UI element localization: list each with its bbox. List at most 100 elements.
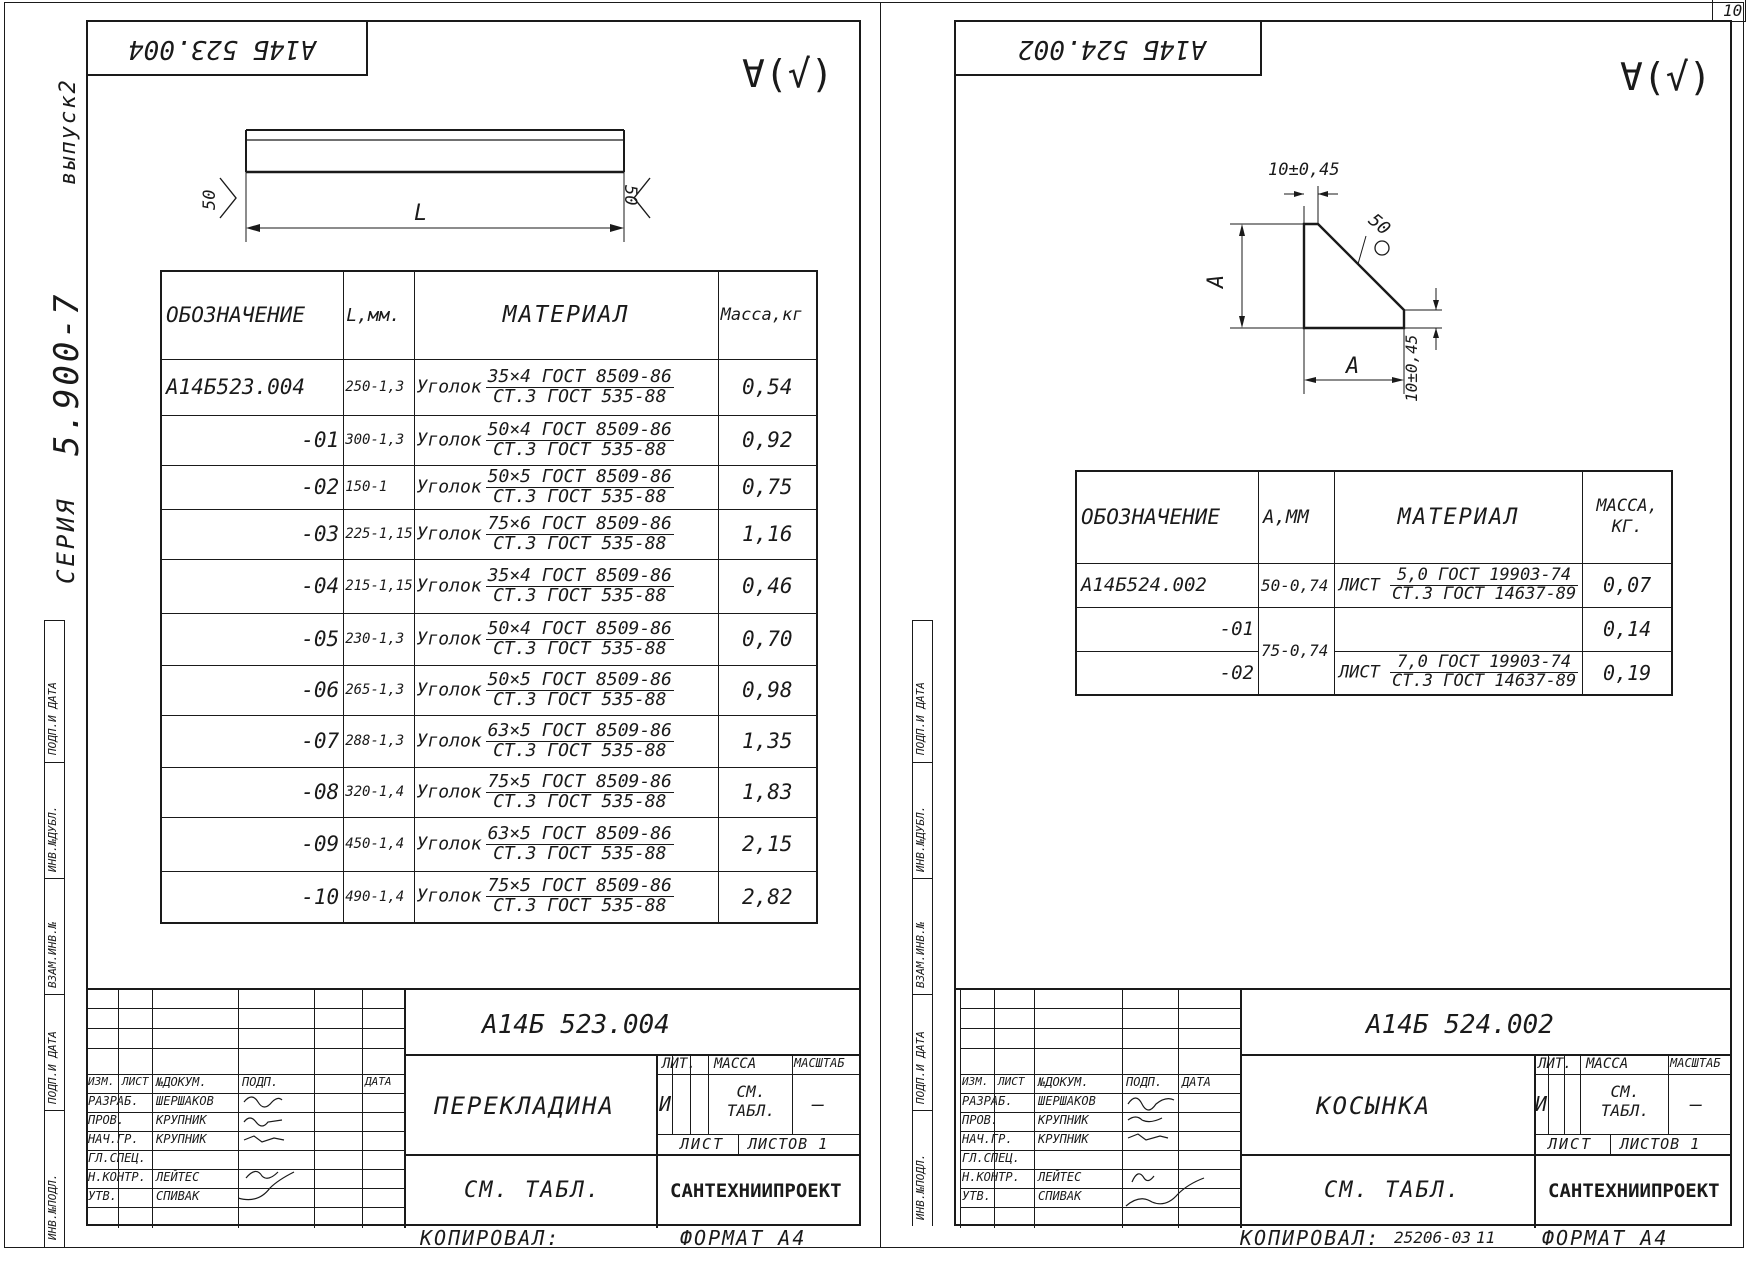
left-tb-podp: ПОДП. (242, 1075, 279, 1089)
row-designation: -04 (160, 558, 345, 614)
header-length: L,мм. (343, 270, 415, 360)
right-tb-person-3: КРУПНИК (1038, 1132, 1089, 1146)
row-mass: 0,98 (717, 664, 818, 716)
right-sheet-frame (954, 20, 1732, 1226)
left-stamp-column-line2 (44, 620, 45, 1248)
right-tb-massa-value: СМ. ТАБЛ. (1600, 1082, 1650, 1121)
row-material-top: 50×5 ГОСТ 8509-86 (485, 465, 674, 488)
row-material-name: Уголок (416, 523, 482, 544)
table-row: -01 75-0,74 0,14 (1075, 606, 1673, 696)
header-designation: ОБОЗНАЧЕНИЕ (160, 270, 345, 360)
table-row: А14Б524.002 50-0,74 ЛИСТ 5,0 ГОСТ 19903-… (1075, 562, 1673, 608)
right-stamp-sep-2 (912, 878, 932, 879)
row-material-bottom: СТ.3 ГОСТ 535-88 (493, 532, 667, 554)
row-material-top: 63×5 ГОСТ 8509-86 (485, 719, 674, 742)
row-length: 300-1,3 (343, 414, 415, 466)
left-tb-material-note: СМ. ТАБЛ. (464, 1178, 602, 1203)
right-tb-listov-label: ЛИСТОВ 1 (1620, 1135, 1701, 1153)
right-spec-table: ОБОЗНАЧЕНИЕ А,ММ МАТЕРИАЛ МАССА, КГ. А14… (1075, 470, 1673, 696)
row1-a: 75-0,74 (1258, 606, 1335, 696)
right-stamp-inv-dubl: ИНВ.№ДУБЛ. (914, 805, 927, 872)
row-material-top: 50×4 ГОСТ 8509-86 (485, 418, 674, 441)
row-length: 265-1,3 (343, 664, 415, 716)
row1-designation: -01 (1075, 606, 1259, 652)
row-material-name: Уголок (416, 781, 482, 802)
right-stamp-sep-4 (912, 1110, 932, 1111)
row-material-bottom: СТ.3 ГОСТ 535-88 (493, 438, 667, 460)
row-material-top: 50×5 ГОСТ 8509-86 (485, 668, 674, 691)
left-stamp-sep-4 (44, 1110, 64, 1111)
right-stamp-column-line (932, 620, 933, 1226)
left-tb-massa-value: СМ. ТАБЛ. (726, 1082, 776, 1121)
right-tb-company: САНТЕХНИИПРОЕКТ (1548, 1180, 1720, 1202)
right-tb-person-2: КРУПНИК (1038, 1113, 1089, 1127)
row-material-name: Уголок (416, 628, 482, 649)
right-tb-role-nachgr: НАЧ.ГР. (962, 1132, 1013, 1146)
left-tb-masshtab-label: МАСШТАБ (794, 1056, 845, 1070)
right-tb-lit-label: ЛИТ. (1538, 1056, 1572, 1072)
row-material-top: 50×4 ГОСТ 8509-86 (485, 617, 674, 640)
row1-mass: 0,14 (1582, 606, 1673, 652)
left-weld-left: 50 (200, 189, 220, 210)
row-designation: -08 (160, 766, 345, 818)
row-designation: -01 (160, 414, 345, 466)
row-designation: -03 (160, 508, 345, 560)
right-tb-role-nkontr: Н.КОНТР. (962, 1170, 1020, 1184)
table-header-row: ОБОЗНАЧЕНИЕ А,ММ МАТЕРИАЛ МАССА, КГ. (1075, 470, 1673, 564)
right-tb-person-1: ШЕРШАКОВ (1038, 1094, 1096, 1108)
right-part-drawing (1230, 186, 1442, 394)
row-material-name: Уголок (416, 885, 482, 907)
row2-mass: 0,19 (1582, 650, 1673, 696)
right-title-block: ИЗМ. ЛИСТ №ДОКУМ. ПОДП. ДАТА РАЗРАБ. ПРО… (954, 988, 1732, 1228)
left-stamp-inv-dubl: ИНВ.№ДУБЛ. (46, 805, 59, 872)
left-code-flipped: А14Б 523.004 (128, 34, 316, 64)
right-stamp-podp-data-2: ПОДП.И ДАТА (914, 1031, 927, 1104)
row-material-bottom: СТ.3 ГОСТ 535-88 (493, 739, 667, 761)
row-mass: 0,54 (717, 358, 818, 416)
right-tb-role-prov: ПРОВ. (962, 1113, 999, 1127)
left-tb-company: САНТЕХНИИПРОЕКТ (670, 1180, 842, 1202)
right-tb-role-razrab: РАЗРАБ. (962, 1094, 1013, 1108)
row-material-bottom: СТ.3 ГОСТ 535-88 (493, 842, 667, 864)
left-stamp-top (44, 620, 64, 621)
right-footer-format: ФОРМАТ А4 (1542, 1226, 1669, 1250)
row-material-bottom: СТ.3 ГОСТ 535-88 (493, 688, 667, 710)
row-length: 320-1,4 (343, 766, 415, 818)
seriya-value: 5.900-7 (47, 291, 87, 456)
header-mass: МАССА, КГ. (1582, 470, 1673, 564)
right-dim-a-left: А (1204, 274, 1229, 288)
row-material-name: Уголок (416, 476, 482, 497)
right-stamp-podp-data-1: ПОДП.И ДАТА (914, 682, 927, 755)
row-material-top: 63×5 ГОСТ 8509-86 (485, 822, 674, 845)
left-footer-copied: КОПИРОВАЛ: (420, 1226, 561, 1250)
row-material-bottom: СТ.3 ГОСТ 535-88 (493, 385, 667, 407)
left-part-drawing (219, 129, 651, 242)
header-mass: Масса,кг (717, 270, 818, 360)
row-designation: -02 (160, 464, 345, 510)
mat0-top: 5,0 ГОСТ 19903-74 (1390, 566, 1579, 586)
left-tb-listov-label: ЛИСТОВ 1 (748, 1135, 829, 1153)
right-signatures (1125, 1097, 1205, 1207)
row-length: 250-1,3 (343, 358, 415, 416)
left-tb-person-2: КРУПНИК (156, 1113, 207, 1127)
right-tb-material-note: СМ. ТАБЛ. (1324, 1178, 1462, 1203)
